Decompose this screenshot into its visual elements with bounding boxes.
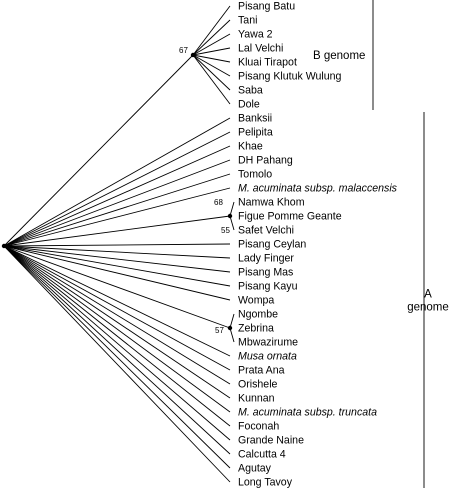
branch-clade-57 (3, 245, 231, 329)
taxon-label: Mbwazirume (238, 337, 298, 349)
branch-tip-19 (3, 245, 231, 273)
taxon-label: Ngombe (238, 309, 278, 321)
branch-tip-5 (192, 54, 231, 77)
support-value: 55 (221, 226, 230, 235)
taxon-label: M. acuminata subsp. malaccensis (238, 183, 398, 195)
branch-tip-9 (3, 131, 231, 247)
branch-tip-33 (3, 245, 231, 469)
taxon-label: Pisang Mas (238, 267, 293, 279)
branches (1, 5, 235, 483)
branch-tip-24 (229, 327, 235, 343)
taxon-label: Pisang Ceylan (238, 239, 306, 251)
taxon-label: Saba (238, 85, 263, 97)
taxon-label: Dole (238, 99, 260, 111)
branch-tip-0 (192, 5, 231, 56)
taxon-label: Agutay (238, 463, 272, 475)
branch-tip-2 (192, 33, 231, 56)
support-value: 67 (179, 46, 188, 55)
branch-tip-21 (3, 245, 231, 301)
taxon-label: Tomolo (238, 169, 272, 181)
branch-tip-32 (3, 245, 231, 455)
branch-tip-4 (192, 54, 231, 63)
branch-tip-10 (3, 145, 231, 247)
taxon-label: Zebrina (238, 323, 274, 335)
taxon-label: Wompa (238, 295, 274, 307)
taxon-label: Musa ornata (238, 351, 297, 363)
branch-tip-11 (3, 159, 231, 247)
taxon-label: Lal Velchi (238, 43, 283, 55)
taxon-label: Tani (238, 15, 257, 27)
branch-tip-16 (229, 215, 235, 231)
branch-tip-20 (3, 245, 231, 287)
taxon-label: Banksii (238, 113, 272, 125)
branch-tip-6 (192, 54, 231, 91)
taxon-label: Safet Velchi (238, 225, 294, 237)
taxon-label: Prata Ana (238, 365, 285, 377)
branch-tip-29 (3, 245, 231, 413)
taxon-label: Long Tavoy (238, 477, 293, 489)
taxon-label: Orishele (238, 379, 278, 391)
group-label: A (424, 289, 432, 301)
branch-tip-30 (3, 245, 231, 427)
taxon-label: M. acuminata subsp. truncata (238, 407, 377, 419)
support-value: 57 (215, 326, 224, 335)
taxon-label: Kunnan (238, 393, 275, 405)
branch-tip-12 (3, 173, 231, 247)
branch-tip-1 (192, 19, 231, 56)
taxon-label: Foconah (238, 421, 279, 433)
taxon-label: Yawa 2 (238, 29, 273, 41)
branch-tip-14 (229, 201, 235, 217)
branch-tip-31 (3, 245, 231, 441)
branch-tip-18 (3, 245, 231, 259)
branch-b-genome-clade (3, 54, 194, 247)
taxon-label: Khae (238, 141, 263, 153)
branch-tip-22 (229, 313, 235, 329)
branch-clade-68-55 (3, 215, 231, 247)
branch-tip-8 (3, 117, 231, 247)
branch-tip-34 (3, 245, 231, 483)
branch-tip-13 (3, 187, 231, 247)
taxon-label: Namwa Khom (238, 197, 305, 209)
support-value: 68 (214, 198, 223, 207)
taxon-label: Lady Finger (238, 253, 294, 265)
taxon-label: Grande Naine (238, 435, 304, 447)
branch-tip-28 (3, 245, 231, 399)
root-node (1, 243, 7, 249)
branch-tip-7 (192, 54, 231, 105)
group-label: B genome (313, 50, 365, 62)
branch-tip-27 (3, 245, 231, 385)
taxon-label: Pisang Kayu (238, 281, 298, 293)
taxon-label: Kluai Tirapot (238, 57, 297, 69)
taxon-label: Calcutta 4 (238, 449, 286, 461)
taxon-label: Pisang Klutuk Wulung (238, 71, 342, 83)
support-values: 67 68 55 57 (179, 46, 230, 335)
taxon-label: Pisang Batu (238, 1, 295, 13)
taxon-label: Figue Pomme Geante (238, 211, 342, 223)
branch-tip-17 (3, 243, 231, 247)
taxon-label: Pelipita (238, 127, 273, 139)
group-label: genome (407, 302, 449, 314)
taxon-label: DH Pahang (238, 155, 293, 167)
branch-tip-26 (3, 245, 231, 371)
branch-tip-25 (3, 245, 231, 357)
branch-tip-3 (192, 47, 231, 56)
